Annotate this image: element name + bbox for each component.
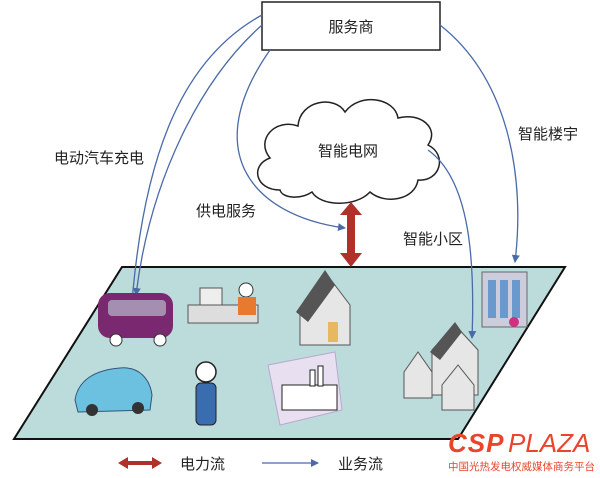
office-worker-icon	[187, 282, 259, 324]
business-flow-arrows	[126, 14, 520, 339]
power-supply-service-label: 供电服务	[196, 202, 256, 220]
ev-charge-arrow-bus	[132, 24, 263, 296]
svg-text:CSP: CSP	[448, 428, 504, 458]
smart-grid-cloud: 智能电网	[256, 98, 441, 204]
ev-charge-arrow-car	[126, 14, 263, 331]
svg-text:PLAZA: PLAZA	[508, 428, 590, 458]
office-building-icon	[481, 271, 528, 328]
legend: 电力流 业务流	[118, 455, 383, 473]
watermark-tagline: 中国光热发电权威媒体商务平台	[448, 460, 595, 473]
power-flow-legend-label: 电力流	[180, 455, 225, 473]
smart-grid-label: 智能电网	[318, 142, 378, 160]
business-flow-legend-label: 业务流	[338, 455, 383, 473]
power-supply-arrow	[236, 49, 346, 232]
car-icon	[74, 367, 153, 416]
smart-community-arrow	[427, 149, 477, 339]
bus-icon	[98, 293, 173, 347]
house-icon	[296, 270, 351, 346]
smart-building-label: 智能楼宇	[518, 125, 578, 143]
power-flow-arrow	[340, 202, 362, 267]
smart-community-label: 智能小区	[403, 230, 463, 248]
power-flow-legend-icon	[118, 457, 162, 469]
cspplaza-watermark: CSP PLAZA 中国光热发电权威媒体商务平台	[448, 428, 595, 473]
ev-charging-label: 电动汽车充电	[54, 149, 144, 167]
factory-icon	[267, 351, 343, 426]
community-houses-icon	[403, 322, 479, 411]
person-icon	[195, 361, 217, 426]
smart-building-arrow	[439, 24, 520, 263]
service-provider-label: 服务商	[328, 18, 373, 36]
service-provider-node: 服务商	[261, 1, 441, 51]
